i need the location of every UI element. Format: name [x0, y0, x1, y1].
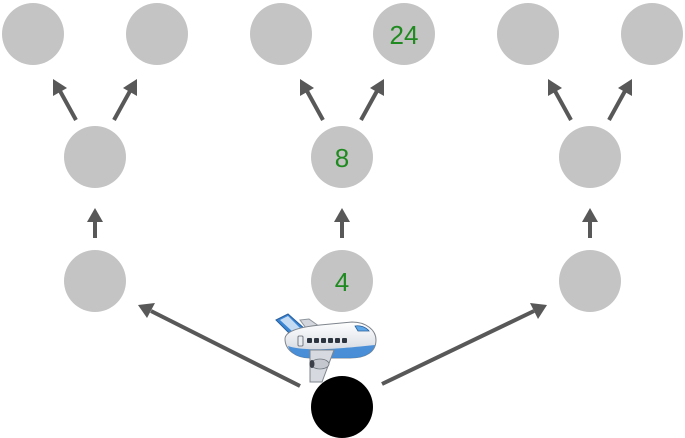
airplane-icon [275, 313, 377, 383]
node-low-center-value: 4 [335, 267, 349, 297]
arrow-right-mid-to-top-left [548, 79, 573, 121]
node-low-right[interactable] [559, 250, 621, 312]
arrow-left-low-to-mid [87, 208, 103, 238]
node-top-1[interactable] [2, 3, 64, 65]
node-top-2[interactable] [126, 3, 188, 65]
lower-row: 4 [64, 250, 621, 312]
node-mid-center[interactable]: 8 [311, 126, 373, 188]
node-low-left[interactable] [64, 250, 126, 312]
node-top-4-value: 24 [390, 20, 419, 50]
node-top-5[interactable] [497, 3, 559, 65]
middle-row: 8 [64, 126, 621, 188]
node-low-center[interactable]: 4 [311, 250, 373, 312]
arrow-start-to-right [381, 303, 547, 386]
node-top-4[interactable]: 24 [373, 3, 435, 65]
arrow-left-mid-to-top-left [53, 79, 78, 121]
node-top-3[interactable] [250, 3, 312, 65]
arrow-center-mid-to-top-left [300, 79, 325, 121]
arrow-right-mid-to-top-right [607, 79, 632, 121]
arrow-center-mid-to-top-right [359, 79, 384, 121]
arrow-left-mid-to-top-right [112, 79, 137, 121]
start-node [311, 376, 373, 438]
top-row: 24 [2, 3, 683, 65]
node-mid-left[interactable] [64, 126, 126, 188]
arrows [53, 79, 632, 388]
node-mid-center-value: 8 [335, 143, 349, 173]
arrow-center-low-to-mid [334, 208, 350, 238]
node-mid-right[interactable] [559, 126, 621, 188]
arrow-right-low-to-mid [582, 208, 598, 238]
node-top-6[interactable] [621, 3, 683, 65]
arrow-start-to-left [138, 303, 301, 388]
